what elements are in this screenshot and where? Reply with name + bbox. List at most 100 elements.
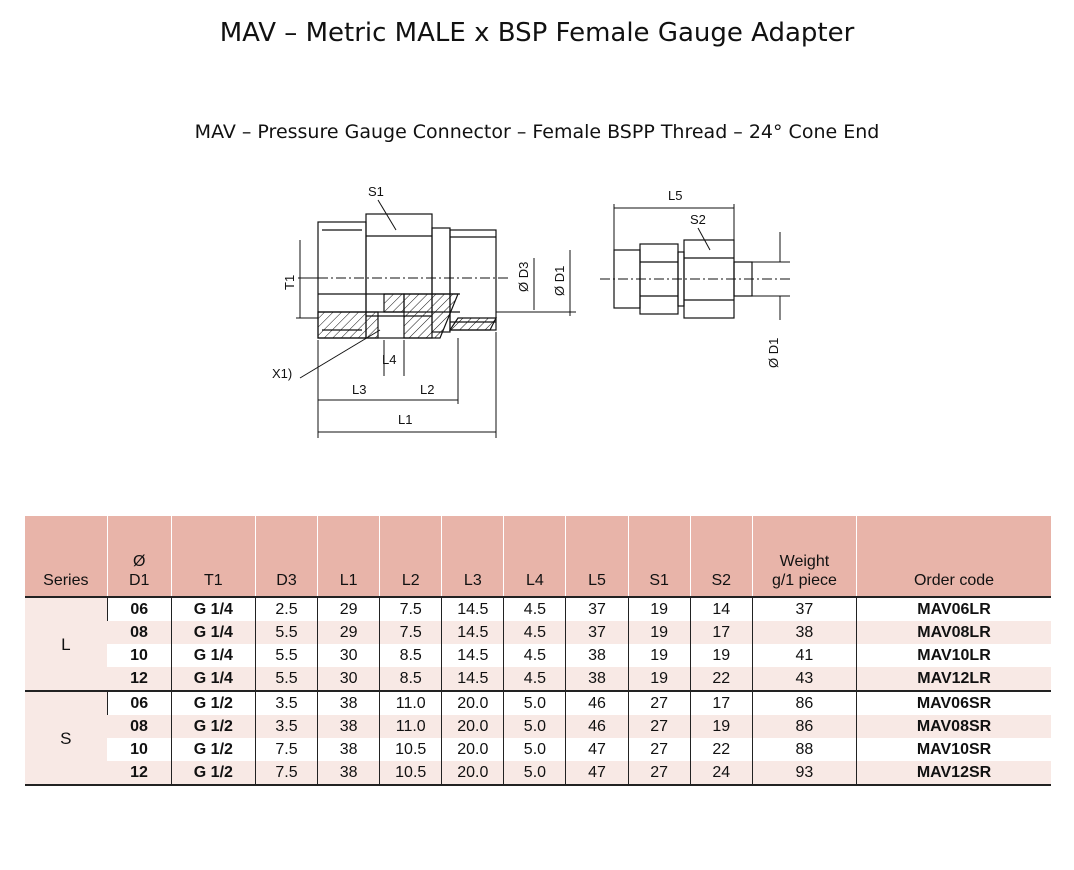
table-cell: 8.5	[379, 667, 442, 692]
table-cell: 14.5	[441, 621, 504, 644]
table-cell: 12	[107, 761, 172, 786]
column-header-label: D3	[276, 572, 297, 589]
l4-label: L4	[382, 352, 396, 367]
page-title: MAV – Metric MALE x BSP Female Gauge Ada…	[219, 18, 855, 48]
table-cell: 22	[689, 738, 753, 761]
table-cell: 19	[627, 667, 691, 692]
table-cell: 4.5	[503, 621, 566, 644]
table-cell: 4.5	[503, 597, 566, 621]
column-header: L5	[565, 516, 629, 597]
table-cell: 38	[317, 738, 380, 761]
table-cell: 3.5	[254, 691, 318, 715]
table-cell: 4.5	[503, 667, 566, 692]
table-cell: 17	[689, 691, 753, 715]
table-cell: 06	[106, 691, 172, 715]
table-cell: 27	[627, 715, 691, 738]
table-cell: 17	[689, 621, 753, 644]
table-cell: 10.5	[379, 738, 442, 761]
column-header: L4	[503, 516, 566, 597]
order-code-cell: MAV06LR	[856, 597, 1051, 621]
table-cell: 46	[565, 691, 629, 715]
column-header: D3	[254, 516, 318, 597]
table-cell: 19	[689, 715, 753, 738]
column-header-label: L2	[401, 572, 420, 589]
table-cell: 11.0	[379, 715, 442, 738]
table-cell: G 1/2	[170, 738, 256, 761]
table-cell: 10	[107, 644, 172, 667]
table-cell: G 1/4	[170, 667, 256, 692]
table-cell: 27	[627, 738, 691, 761]
column-header-label: L5	[588, 572, 606, 589]
table-cell: 5.0	[503, 738, 566, 761]
l5-label: L5	[668, 188, 682, 203]
table-cell: 12	[107, 667, 172, 692]
table-cell: 47	[565, 738, 629, 761]
table-cell: 5.5	[254, 644, 318, 667]
column-header-label: Order code	[913, 572, 995, 589]
table-cell: 19	[689, 644, 753, 667]
table-cell: 19	[627, 597, 691, 621]
table-cell: 86	[751, 715, 857, 738]
table-cell: 93	[751, 761, 857, 786]
table-cell: 5.5	[254, 667, 318, 692]
column-header: Order code	[856, 516, 1051, 597]
table-cell: 47	[565, 761, 629, 786]
table-cell: 14.5	[441, 644, 504, 667]
table-cell: G 1/4	[170, 597, 256, 621]
column-header: S1	[627, 516, 691, 597]
technical-drawing: T1 Ø D3 Ø D1 S1 L4 X1) L3 L2 L1 L5 S2	[272, 184, 790, 438]
table-cell: 38	[317, 691, 380, 715]
table-cell: 08	[107, 621, 172, 644]
table-cell: 08	[107, 715, 172, 738]
d1-right-label: Ø D1	[766, 338, 781, 368]
table-cell: 06	[106, 597, 172, 621]
table-cell: 8.5	[379, 644, 442, 667]
series-cell: S	[25, 691, 108, 785]
table-cell: 20.0	[441, 691, 504, 715]
column-header: T1	[170, 516, 256, 597]
column-header: L2	[379, 516, 442, 597]
table-cell: 38	[565, 667, 629, 692]
s1-label: S1	[368, 184, 384, 199]
column-header-label: L4	[526, 572, 544, 589]
table-cell: 20.0	[441, 715, 504, 738]
order-code-cell: MAV10LR	[856, 644, 1051, 667]
table-cell: 86	[751, 691, 857, 715]
table-cell: 30	[317, 667, 380, 692]
table-cell: 29	[317, 621, 380, 644]
order-code-cell: MAV06SR	[856, 691, 1051, 715]
d3-label: Ø D3	[516, 262, 531, 292]
table-cell: 2.5	[254, 597, 318, 621]
table-cell: 7.5	[379, 597, 442, 621]
table-cell: 30	[317, 644, 380, 667]
table-cell: 37	[751, 597, 857, 621]
page-subtitle: MAV – Pressure Gauge Connector – Female …	[194, 121, 880, 143]
l2-label: L2	[420, 382, 434, 397]
table-cell: G 1/2	[170, 761, 256, 786]
column-header-top: Weight	[779, 553, 830, 570]
table-cell: 38	[751, 621, 857, 644]
column-header-label: D1	[128, 572, 150, 589]
table-cell: G 1/2	[170, 715, 256, 738]
table-cell: 7.5	[379, 621, 442, 644]
column-header: L3	[441, 516, 504, 597]
series-cell: L	[25, 597, 108, 691]
column-header: Series	[25, 516, 108, 597]
d1-label: Ø D1	[552, 266, 567, 296]
table-cell: 38	[317, 761, 380, 786]
order-code-cell: MAV08SR	[856, 715, 1051, 738]
table-cell: 14.5	[441, 597, 504, 621]
table-cell: 46	[565, 715, 629, 738]
order-code-cell: MAV10SR	[856, 738, 1051, 761]
